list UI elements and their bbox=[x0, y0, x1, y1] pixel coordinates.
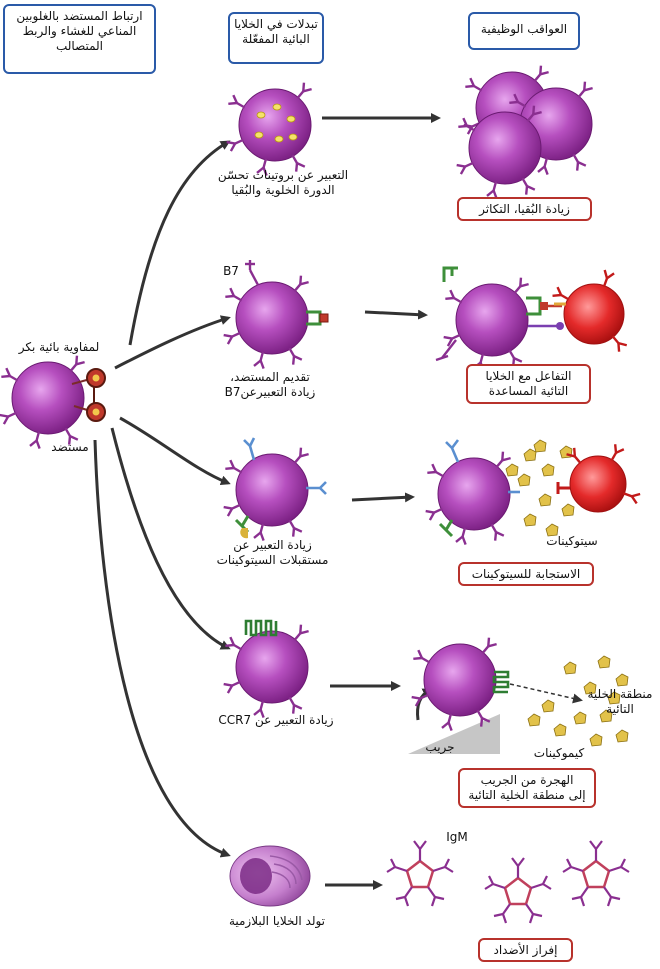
row-4-outcome: الهجرة من الجريب إلى منطقة الخلية التائي… bbox=[458, 768, 596, 808]
ccr7-icon bbox=[244, 619, 278, 637]
naive-b-cell bbox=[0, 356, 106, 449]
row-1-change-label: التعبير عن بروتينات تحسّن الدورة الخلوية… bbox=[217, 168, 349, 197]
row-3-response bbox=[426, 439, 642, 545]
chemokines-label: كيموكينات bbox=[533, 746, 585, 760]
igm-antibody-1 bbox=[385, 839, 455, 908]
arrow-to-row-4 bbox=[110, 427, 231, 650]
t-cell-zone-label: منطقة الخلية التائية bbox=[587, 687, 653, 716]
branch-arrows bbox=[93, 113, 441, 890]
cytokines-label: سيتوكينات bbox=[546, 534, 598, 548]
row-2-outcome: التفاعل مع الخلايا التائية المساعدة bbox=[466, 364, 591, 404]
follicle-label: جريب bbox=[425, 740, 455, 754]
mhc-icon bbox=[306, 310, 329, 326]
arrow-row-3-outcome bbox=[351, 492, 415, 503]
igm-antibodies bbox=[385, 839, 631, 925]
helper-t-cell bbox=[551, 268, 628, 353]
row-1-outcome: زيادة البُقيا، التكاثر bbox=[457, 197, 592, 221]
row-2-interaction bbox=[435, 266, 628, 371]
row-1-proliferating-cells bbox=[457, 66, 593, 199]
b7-label: B7 bbox=[223, 264, 239, 278]
row-4-migration bbox=[408, 638, 629, 754]
follicle-wedge bbox=[408, 714, 500, 754]
t-cell bbox=[556, 443, 642, 513]
row-5-change-label: تولد الخلايا البلازمية bbox=[228, 914, 326, 928]
header-functional-consequences: العواقب الوظيفية bbox=[468, 12, 580, 50]
row-5-outcome: إفراز الأضداد bbox=[478, 938, 573, 962]
igm-label: IgM bbox=[446, 830, 468, 844]
cytokine-receptor-icon bbox=[243, 437, 327, 495]
row-3-change-label: زيادة التعبير عن مستقبلات السيتوكينات bbox=[216, 538, 329, 567]
row-1-activated-cell bbox=[227, 83, 312, 176]
row-3-activated-cell bbox=[224, 437, 327, 541]
arrow-to-row-5 bbox=[93, 439, 231, 858]
arrow-to-row-1 bbox=[128, 140, 231, 346]
row-4-change-label: زيادة التعبير عن CCR7 bbox=[218, 713, 334, 727]
plasma-cell bbox=[229, 845, 311, 907]
igm-antibody-3 bbox=[561, 839, 631, 908]
antigen-icon bbox=[71, 368, 106, 422]
row-2-activated-cell bbox=[224, 260, 329, 369]
naive-cell-label: لمفاوية بائية بكر bbox=[18, 340, 100, 354]
arrow-row-2-outcome bbox=[364, 309, 428, 320]
row-3-outcome: الاستجابة للسيتوكينات bbox=[458, 562, 594, 586]
header-activated-changes: تبدلات في الخلايا البائية المفعّلة bbox=[228, 12, 324, 64]
row-2-change-label: تقديم المستضد، زيادة التعبيرعنB7 bbox=[224, 370, 316, 399]
b7-icon bbox=[245, 260, 260, 286]
igm-antibody-2 bbox=[483, 856, 553, 925]
antigen-label: مستضد bbox=[51, 440, 89, 454]
row-4-activated-cell bbox=[224, 619, 309, 718]
arrow-to-row-2 bbox=[114, 315, 231, 370]
arrow-to-row-3 bbox=[119, 416, 231, 486]
header-antigen-binding: ارتباط المستضد بالغلوبين المناعي للغشاء … bbox=[3, 4, 156, 74]
